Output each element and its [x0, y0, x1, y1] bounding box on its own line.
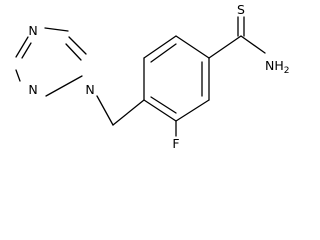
bond-c-nh2 — [240, 35, 266, 54]
bond-triazole-n2-c3 — [15, 69, 21, 82]
atom-label-fluorine: F — [172, 136, 179, 151]
atom-label-nh: NH — [265, 58, 284, 73]
bond-benzene-inner-3 — [150, 96, 177, 114]
bond-triazole-double-c5-n1 — [65, 43, 82, 61]
triazole-ring — [15, 27, 87, 97]
bond-triazole-c3-n4 — [15, 36, 29, 58]
atom-label-nh2: NH2 — [265, 58, 289, 76]
bond-benzene-c5-c6 — [175, 99, 210, 122]
atom-label-sulfur: S — [237, 2, 245, 17]
bond-benzene-c3-c4 — [175, 35, 210, 59]
bond-ring-thiocarbon — [208, 35, 242, 59]
bond-triazole-n1-n2 — [45, 75, 83, 97]
bond-benzene-c2-c3 — [143, 35, 177, 59]
methylene-linker — [96, 95, 145, 126]
bond-ch2-ring — [112, 99, 145, 126]
thioamide-group — [208, 16, 266, 59]
bond-triazole-n4-c5 — [44, 27, 69, 32]
atom-label-n-triazole-link: N — [85, 82, 94, 97]
atom-label-nh2-subscript: 2 — [284, 66, 290, 76]
atom-label-n-triazole-top: N — [28, 23, 37, 38]
bond-triazole-double-c3-n4 — [21, 42, 32, 59]
atom-label-n-triazole-left: N — [28, 82, 37, 97]
benzene-ring — [143, 35, 210, 122]
bond-triazole-c5-n1 — [68, 36, 87, 55]
bond-benzene-inner-1 — [150, 43, 177, 63]
bond-benzene-c6-c1 — [143, 99, 177, 122]
bond-n1-ch2 — [96, 95, 114, 126]
structure-canvas: N N N S NH2 F — [15, 2, 289, 151]
chemical-structure-diagram: N N N S NH2 F — [15, 2, 289, 151]
